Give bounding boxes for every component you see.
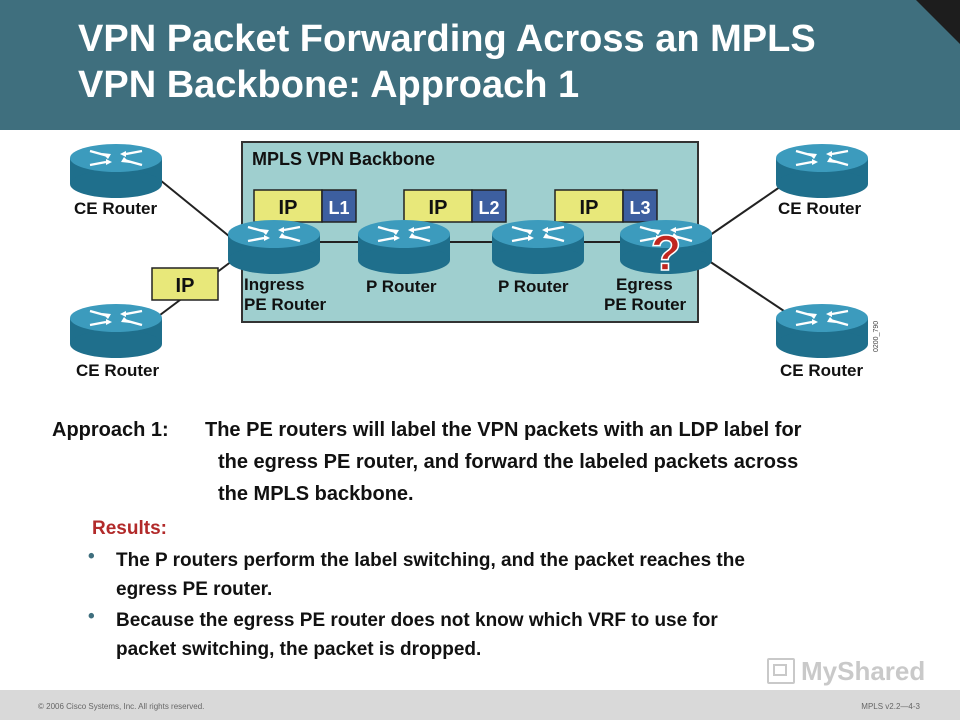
ce-router-bottom-right-label: CE Router [780, 361, 864, 380]
egress-pe-label-line-2: PE Router [604, 295, 687, 314]
packet-1-label-tag [321, 189, 357, 223]
ingress-pe-router-icon [226, 218, 322, 276]
packet-1-ip: IP [279, 197, 298, 219]
footer-copyright: © 2006 Cisco Systems, Inc. All rights re… [38, 702, 205, 711]
packet-2-ip: IP [429, 197, 448, 219]
approach-line-1: The PE routers will label the VPN packet… [205, 419, 802, 441]
slide-title: VPN Packet Forwarding Across an MPLS VPN… [78, 16, 816, 108]
slide-title-line-1: VPN Packet Forwarding Across an MPLS [78, 18, 816, 60]
link-ce-tl-ingress [159, 179, 241, 246]
packet-1-ip-tag [253, 189, 323, 223]
packet-3-label: L3 [629, 198, 650, 218]
ce-router-top-right-icon [774, 142, 870, 200]
presentation-icon [767, 658, 795, 684]
watermark-logo: MyShared [767, 656, 927, 688]
ingress-pe-label-line-1: Ingress [244, 275, 304, 294]
ce-router-bottom-left-icon [68, 302, 164, 360]
results-section: Results: The P routers perform the label… [88, 518, 922, 664]
result-2-line-1: Because the egress PE router does not kn… [116, 610, 718, 631]
result-1-line-1: The P routers perform the label switchin… [116, 550, 745, 571]
ce-router-bottom-left-label: CE Router [76, 361, 160, 380]
watermark-text: MyShared [801, 656, 926, 686]
incoming-ip-packet [151, 267, 219, 301]
figure-code: 0200_790 [873, 321, 880, 352]
packet-2-label: L2 [478, 198, 499, 218]
title-bar: VPN Packet Forwarding Across an MPLS VPN… [0, 0, 960, 130]
link-egress-ce-tr [699, 179, 791, 243]
ce-router-top-right-label: CE Router [778, 199, 862, 218]
result-2-line-2: packet switching, the packet is dropped. [116, 639, 482, 660]
packet-2-ip-tag [403, 189, 473, 223]
p-router-1-icon [356, 218, 452, 276]
ce-router-bottom-right-icon [774, 302, 870, 360]
approach-line-2: the egress PE router, and forward the la… [218, 451, 799, 473]
packet-1-label: L1 [328, 198, 349, 218]
packet-3-ip-tag [554, 189, 624, 223]
approach-label: Approach 1: [52, 419, 169, 441]
footer-bar: © 2006 Cisco Systems, Inc. All rights re… [0, 690, 960, 720]
incoming-ip-label: IP [176, 275, 195, 297]
ce-router-top-left-icon [68, 142, 164, 200]
result-1-line-2: egress PE router. [116, 579, 273, 600]
footer-version: MPLS v2.2—4-3 [861, 702, 920, 711]
packet-2-label-tag [471, 189, 507, 223]
approach-line-3: the MPLS backbone. [218, 483, 414, 505]
egress-pe-label-line-1: Egress [616, 275, 673, 294]
slide-title-line-2: VPN Backbone: Approach 1 [78, 64, 580, 106]
backbone-label: MPLS VPN Backbone [252, 149, 435, 169]
packet-3: IP L3 [554, 189, 658, 223]
packet-3-ip: IP [580, 197, 599, 219]
p-router-1-label: P Router [366, 277, 437, 296]
p-router-2-icon [490, 218, 586, 276]
question-mark-icon: ? [651, 225, 682, 281]
link-egress-ce-br [699, 254, 791, 316]
list-item: Because the egress PE router does not kn… [88, 606, 922, 664]
list-item: The P routers perform the label switchin… [88, 546, 922, 604]
packet-2: IP L2 [403, 189, 507, 223]
packet-3-label-tag [622, 189, 658, 223]
ce-router-top-left-label: CE Router [74, 199, 158, 218]
ingress-pe-label-line-2: PE Router [244, 295, 327, 314]
p-router-2-label: P Router [498, 277, 569, 296]
results-heading: Results: [92, 518, 167, 539]
results-list: The P routers perform the label switchin… [88, 546, 922, 664]
corner-decoration [916, 0, 960, 44]
packet-1: IP L1 [253, 189, 357, 223]
mpls-vpn-diagram: MPLS VPN Backbone IP L1 IP L2 IP L3 IP C… [68, 141, 880, 380]
